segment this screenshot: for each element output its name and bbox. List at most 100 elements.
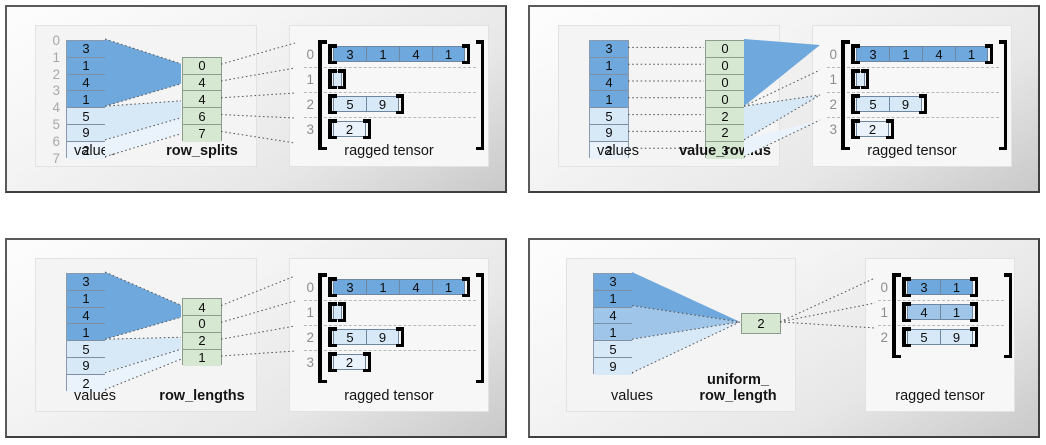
values-index: 3 bbox=[52, 83, 60, 99]
ragged-cell: 1 bbox=[432, 279, 465, 295]
row-bracket bbox=[851, 69, 869, 89]
encoding-cell: 0 bbox=[183, 57, 221, 75]
ragged-row-index: 2 bbox=[880, 330, 888, 345]
ragged-row-index: 1 bbox=[880, 305, 888, 320]
ragged-cell: 1 bbox=[889, 46, 922, 62]
ragged-cell: 3 bbox=[333, 46, 366, 62]
ragged-row-index: 2 bbox=[306, 330, 314, 345]
row-bracket bbox=[328, 94, 404, 114]
value-cell: 9 bbox=[594, 357, 632, 375]
uniform-row-length-box: 2 bbox=[741, 312, 781, 334]
value-cell: 3 bbox=[590, 41, 628, 58]
row-separator bbox=[304, 117, 476, 118]
ragged-cell: 9 bbox=[366, 96, 399, 112]
encoding-cell: 7 bbox=[183, 124, 221, 142]
ragged-row-index: 0 bbox=[880, 280, 888, 295]
value-cell: 2 bbox=[67, 141, 105, 159]
value-cell: 3 bbox=[594, 274, 632, 291]
ragged-cell: 3 bbox=[856, 46, 889, 62]
row-bracket bbox=[851, 44, 993, 64]
values-index: 6 bbox=[52, 133, 60, 149]
ragged-cell: 2 bbox=[856, 121, 889, 137]
value-cell: 2 bbox=[590, 141, 628, 159]
ragged-row-index: 3 bbox=[306, 355, 314, 370]
outer-bracket bbox=[318, 273, 484, 383]
row-separator bbox=[827, 67, 999, 68]
value-cell: 1 bbox=[594, 290, 632, 308]
ragged-cell: 3 bbox=[907, 279, 940, 295]
outer-bracket bbox=[841, 40, 1007, 150]
value-cell: 9 bbox=[67, 124, 105, 142]
values-index: 2 bbox=[52, 66, 60, 82]
value-cell: 5 bbox=[67, 341, 105, 358]
ragged-cell: 4 bbox=[399, 279, 432, 295]
encoding-cell: 0 bbox=[706, 41, 744, 58]
row-bracket bbox=[851, 119, 894, 139]
encoding-cell: 6 bbox=[183, 108, 221, 125]
encoding-cell: 2 bbox=[706, 124, 744, 142]
encoding-label: uniform_ row_length bbox=[699, 372, 777, 404]
value-cell: 4 bbox=[67, 74, 105, 92]
row-bracket bbox=[902, 302, 978, 322]
values-index: 5 bbox=[52, 117, 60, 132]
value-cell: 1 bbox=[67, 91, 105, 109]
ragged-cell: 1 bbox=[955, 46, 988, 62]
ragged-cell: 4 bbox=[922, 46, 955, 62]
row-bracket bbox=[328, 119, 371, 139]
ragged-cell: 1 bbox=[366, 279, 399, 295]
value-cell: 2 bbox=[67, 374, 105, 392]
encoding-cell: 0 bbox=[706, 74, 744, 92]
ragged-row: 2 bbox=[856, 121, 889, 137]
ragged-row-index: 2 bbox=[829, 97, 837, 112]
value-cell: 1 bbox=[594, 324, 632, 342]
ragged-row: 2 bbox=[333, 121, 366, 137]
encoding-cell: 3 bbox=[706, 141, 744, 159]
ragged-row-index: 3 bbox=[829, 122, 837, 137]
value-cell: 1 bbox=[67, 324, 105, 342]
value-cell: 3 bbox=[67, 41, 105, 58]
encoding-cell: 1 bbox=[183, 349, 221, 367]
value-cell: 4 bbox=[590, 74, 628, 92]
ragged-row-index: 1 bbox=[829, 72, 837, 87]
ragged-row-index: 1 bbox=[306, 305, 314, 320]
row-bracket bbox=[328, 69, 346, 89]
encoding-cell: 4 bbox=[183, 74, 221, 92]
row-bracket bbox=[328, 352, 371, 372]
ragged-tensor-label: ragged tensor bbox=[344, 388, 434, 404]
ragged-cell: 1 bbox=[940, 279, 973, 295]
row-bracket bbox=[902, 277, 978, 297]
value-cell: 3 bbox=[67, 274, 105, 291]
ragged-cell: 9 bbox=[366, 329, 399, 345]
values-label: values bbox=[74, 388, 116, 404]
ragged-tensor-label: ragged tensor bbox=[344, 143, 434, 159]
ragged-cell: 1 bbox=[432, 46, 465, 62]
value-cell: 5 bbox=[590, 108, 628, 125]
encoding-label: value_rowids bbox=[679, 143, 771, 159]
row-separator bbox=[304, 67, 476, 68]
ragged-cell: 9 bbox=[940, 329, 973, 345]
row-bracket bbox=[328, 277, 470, 297]
ragged-row-index: 0 bbox=[306, 47, 314, 62]
ragged-cell: 5 bbox=[333, 329, 366, 345]
ragged-row-index: 0 bbox=[829, 47, 837, 62]
ragged-tensor-label: ragged tensor bbox=[895, 388, 985, 404]
row-bracket bbox=[328, 44, 470, 64]
value-cell: 4 bbox=[67, 307, 105, 325]
ragged-cell: 9 bbox=[889, 96, 922, 112]
